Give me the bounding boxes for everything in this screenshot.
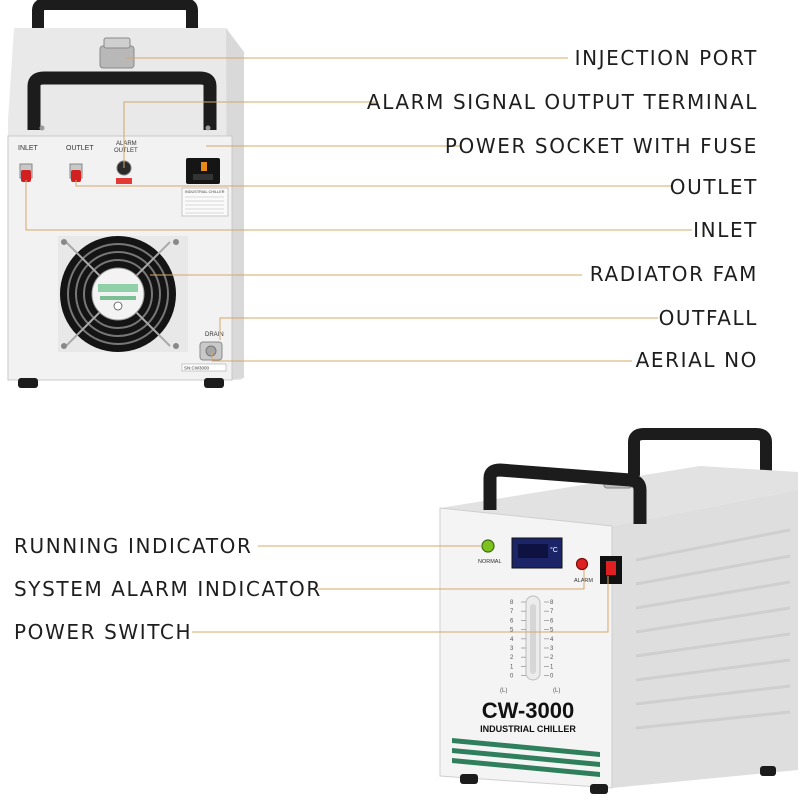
gauge-tick-label: 6 — [550, 618, 554, 624]
leader-power-switch — [192, 576, 609, 633]
gauge-tick-label: 3 — [550, 646, 554, 652]
gauge-tick-label: 3 — [510, 646, 514, 652]
alarm-outlet-tag: OUTLET — [114, 148, 138, 154]
gauge-tick-label: 6 — [510, 618, 514, 624]
label-outlet: OUTLET — [669, 175, 758, 199]
normal-tag: NORMAL — [478, 559, 502, 565]
alarm-tag: ALARM — [116, 141, 137, 147]
model-name: CW-3000 — [482, 698, 574, 723]
gauge-left-unit: (L) — [500, 688, 507, 694]
back-handle — [27, 71, 217, 130]
gauge-tick-label: 2 — [510, 655, 514, 661]
label-injection-port: INJECTION PORT — [574, 46, 758, 70]
nameplate-title: INDUSTRIAL CHILLER — [185, 190, 225, 194]
running-indicator-led — [481, 539, 495, 553]
front-foot — [460, 774, 478, 784]
screw — [205, 125, 211, 131]
gauge-right-unit: (L) — [553, 688, 560, 694]
gauge-tick-label: 7 — [550, 609, 554, 615]
radiator-fan — [58, 236, 188, 352]
label-power-socket-with-fuse: POWER SOCKET WITH FUSE — [444, 134, 758, 158]
gauge-tick-label: 8 — [510, 600, 514, 606]
nameplate: INDUSTRIAL CHILLER — [181, 187, 229, 217]
gauge-tick-label: 1 — [510, 664, 514, 670]
display-screen — [518, 544, 548, 558]
back-view-chiller: INLET OUTLET ALARM OUTLET INDUSTRIAL CHI… — [7, 0, 244, 388]
front-handle — [483, 463, 647, 524]
drain-plug — [199, 341, 223, 361]
rear-handle — [32, 0, 198, 42]
drain-tag: DRAIN — [205, 332, 224, 338]
gauge-tick-label: 4 — [510, 637, 514, 643]
leader-aerial-no — [211, 352, 632, 362]
gauge-tick-label: 8 — [550, 600, 554, 606]
label-aerial-no: AERIAL NO — [635, 348, 758, 372]
outlet-fitting — [69, 163, 83, 182]
green-stripes — [452, 738, 600, 777]
back-foot-right — [204, 378, 224, 388]
alarm-terminal-label — [116, 178, 132, 184]
power-socket — [186, 158, 220, 184]
label-radiator-fam: RADIATOR FAM — [589, 262, 758, 286]
gauge-right-scale: 8 7 6 5 4 3 2 1 0 — [544, 600, 554, 680]
gauge-tick-label: 4 — [550, 637, 554, 643]
inlet-fitting — [19, 163, 33, 182]
gauge-tick-label: 5 — [510, 628, 514, 634]
gauge-tick-label: 2 — [550, 655, 554, 661]
label-running-indicator: RUNNING INDICATOR — [14, 534, 253, 558]
front-foot — [760, 766, 776, 776]
front-body-top — [440, 466, 798, 526]
outlet-tag: OUTLET — [66, 145, 94, 152]
label-alarm-signal-output-terminal: ALARM SIGNAL OUTPUT TERMINAL — [366, 90, 758, 114]
serial-sticker — [181, 363, 227, 372]
serial-text: SN:CW3000 — [184, 366, 210, 371]
model-subtitle: INDUSTRIAL CHILLER — [480, 724, 576, 734]
inlet-tag: INLET — [18, 145, 39, 152]
power-switch-rocker — [606, 561, 616, 575]
front-foot — [590, 784, 608, 794]
gauge-left-scale: 8 7 6 5 4 3 2 1 0 — [510, 600, 526, 680]
label-power-switch: POWER SWITCH — [14, 620, 193, 644]
gauge-tick-label: 7 — [510, 609, 514, 615]
label-system-alarm-indicator: SYSTEM ALARM INDICATOR — [14, 577, 322, 601]
back-foot-left — [18, 378, 38, 388]
gauge-tick-label: 0 — [510, 674, 514, 680]
gauge-tick-label: 1 — [550, 664, 554, 670]
leader-outlet — [75, 180, 672, 187]
gauge-tick-label: 0 — [550, 674, 554, 680]
screw — [39, 125, 45, 131]
display-unit: °C — [550, 546, 558, 554]
front-leader-lines — [192, 545, 609, 633]
water-level-gauge: 8 7 6 5 4 3 2 1 0 8 7 6 5 4 3 2 1 0 (L) (L) — [500, 595, 560, 694]
leader-inlet — [25, 180, 692, 231]
label-inlet: INLET — [693, 218, 758, 242]
gauge-tick-label: 5 — [550, 628, 554, 634]
back-leader-lines — [25, 57, 692, 362]
leader-outfall — [219, 317, 658, 340]
front-rear-handle — [628, 428, 772, 482]
leader-alarm-terminal — [123, 101, 214, 168]
label-outfall: OUTFALL — [658, 306, 758, 330]
leader-system-alarm — [318, 570, 585, 590]
side-vents — [635, 528, 791, 730]
injection-port-cap — [99, 37, 135, 69]
system-alarm-led — [575, 557, 589, 571]
